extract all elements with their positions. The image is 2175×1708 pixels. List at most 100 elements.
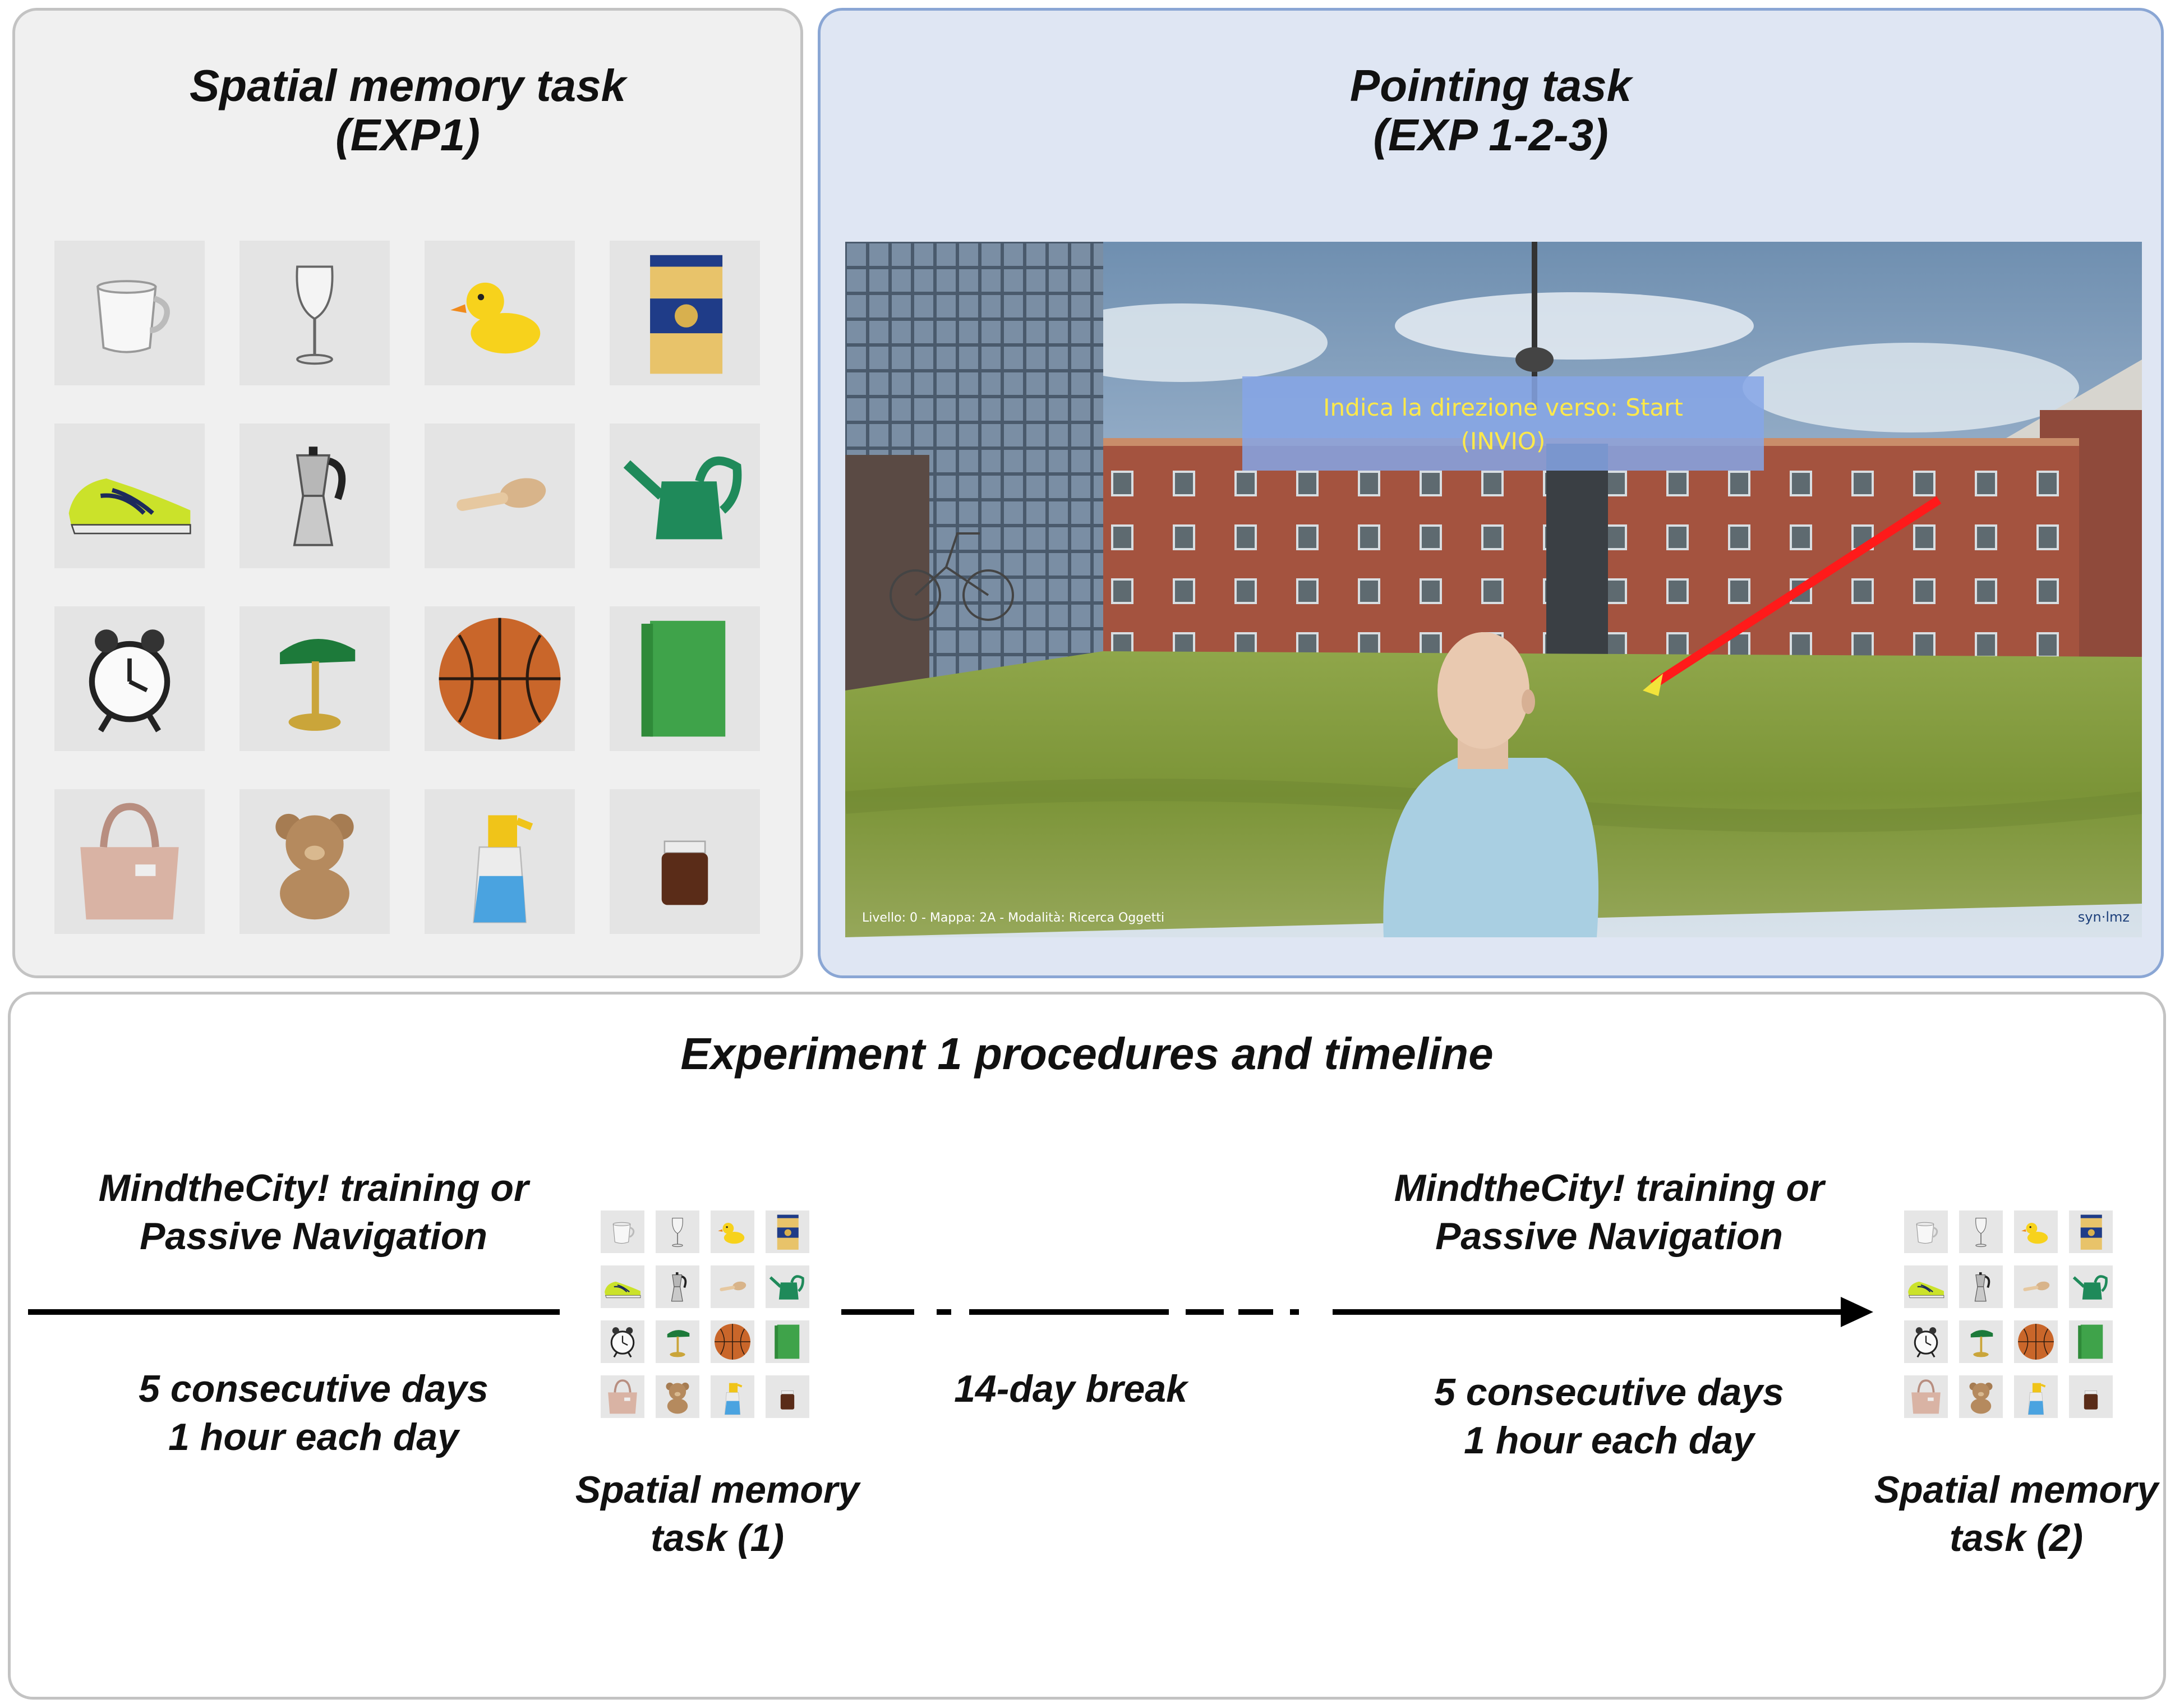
desk-lamp-icon (656, 1320, 699, 1363)
pasta-box-icon (610, 241, 760, 385)
test2-object-grid (1904, 1210, 2113, 1418)
test2-line2: task (2) (1949, 1517, 2084, 1559)
spray-bottle-icon (425, 789, 575, 934)
pointing-task-panel: Pointing task (EXP 1-2-3) (818, 8, 2164, 978)
basketball-icon (425, 606, 575, 751)
phase2-line1: MindtheCity! training or (1394, 1167, 1824, 1209)
spray-bottle-icon (711, 1375, 754, 1418)
sneaker-icon (601, 1265, 644, 1308)
alarm-clock-icon (54, 606, 205, 751)
jar-icon (610, 789, 760, 934)
wine-glass-icon (1959, 1210, 2003, 1253)
basketball-icon (2014, 1320, 2058, 1363)
spatial-task-title: Spatial memory task (EXP1) (15, 61, 800, 160)
break-label: 14-day break (954, 1368, 1187, 1410)
timeline-panel: Experiment 1 procedures and timeline Min… (8, 992, 2166, 1700)
moka-pot-icon (656, 1265, 699, 1308)
handbag-icon (601, 1375, 644, 1418)
watering-can-icon (610, 423, 760, 568)
teddy-bear-icon (656, 1375, 699, 1418)
test1-line1: Spatial memory (575, 1468, 860, 1511)
timeline-dash (1186, 1309, 1224, 1315)
object-grid (54, 241, 760, 934)
bicycle (890, 532, 1014, 621)
phase1-label: MindtheCity! training or Passive Navigat… (22, 1164, 605, 1260)
test1-line2: task (1) (650, 1517, 785, 1559)
desk-lamp-icon (239, 606, 390, 751)
jar-icon (2069, 1375, 2113, 1418)
pasta-box-icon (766, 1210, 809, 1253)
wine-glass-icon (656, 1210, 699, 1253)
phase1-line2: Passive Navigation (140, 1215, 487, 1258)
sneaker-icon (54, 423, 205, 568)
desk-lamp-icon (1959, 1320, 2003, 1363)
test2-label: Spatial memory task (2) (1814, 1466, 2175, 1562)
rubber-duck-icon (2014, 1210, 2058, 1253)
timeline-dash (841, 1309, 914, 1315)
timeline-dash (969, 1309, 1169, 1315)
timeline-dash (937, 1309, 951, 1315)
basketball-icon (711, 1320, 754, 1363)
handbag-icon (1904, 1375, 1948, 1418)
test2-line1: Spatial memory (1874, 1468, 2159, 1511)
rubber-duck-icon (711, 1210, 754, 1253)
spatial-task-title-line1: Spatial memory task (189, 61, 626, 111)
phase2-label: MindtheCity! training or Passive Navigat… (1317, 1164, 1901, 1260)
hair-brush-icon (2014, 1265, 2058, 1308)
pointer-arrow (1650, 496, 1942, 689)
teddy-bear-icon (1959, 1375, 2003, 1418)
timeline-dash (1238, 1309, 1273, 1315)
tv-tower (1532, 242, 1537, 410)
alarm-clock-icon (1904, 1320, 1948, 1363)
timeline-arrowhead (1841, 1297, 1873, 1327)
moka-pot-icon (1959, 1265, 2003, 1308)
mug-icon (54, 241, 205, 385)
phase1-duration: 5 consecutive days 1 hour each day (22, 1365, 605, 1461)
pointer-arrow-head (1643, 674, 1663, 696)
spray-bottle-icon (2014, 1375, 2058, 1418)
phase1-days: 5 consecutive days (139, 1368, 489, 1410)
wine-glass-icon (239, 241, 390, 385)
green-book-icon (2069, 1320, 2113, 1363)
phase1-line1: MindtheCity! training or (98, 1167, 529, 1209)
hair-brush-icon (425, 423, 575, 568)
moka-pot-icon (239, 423, 390, 568)
instruction-line1: Indica la direzione verso: Start (1323, 394, 1683, 421)
instruction-banner (1242, 376, 1764, 471)
phase2-days: 5 consecutive days (1434, 1371, 1784, 1414)
test1-label: Spatial memory task (1) (515, 1466, 919, 1562)
green-book-icon (766, 1320, 809, 1363)
watering-can-icon (766, 1265, 809, 1308)
sneaker-icon (1904, 1265, 1948, 1308)
teddy-bear-icon (239, 789, 390, 934)
rubber-duck-icon (425, 241, 575, 385)
test1-object-grid (601, 1210, 809, 1418)
watering-can-icon (2069, 1265, 2113, 1308)
mug-icon (601, 1210, 644, 1253)
alarm-clock-icon (601, 1320, 644, 1363)
spatial-memory-panel: Spatial memory task (EXP1) (12, 8, 803, 978)
hair-brush-icon (711, 1265, 754, 1308)
handbag-icon (54, 789, 205, 934)
timeline-dash (1290, 1309, 1299, 1315)
phase1-hours: 1 hour each day (168, 1416, 459, 1458)
timeline-title: Experiment 1 procedures and timeline (680, 1029, 1494, 1079)
phase2-hours: 1 hour each day (1464, 1419, 1754, 1462)
virtual-city-screenshot: Indica la direzione verso: Start (INVIO)… (845, 242, 2142, 937)
pasta-box-icon (2069, 1210, 2113, 1253)
pointing-task-title-line1: Pointing task (1349, 61, 1632, 111)
pointing-task-title: Pointing task (EXP 1-2-3) (821, 61, 2161, 160)
mug-icon (1904, 1210, 1948, 1253)
phase2-duration: 5 consecutive days 1 hour each day (1317, 1368, 1901, 1465)
pointing-task-title-line2: (EXP 1-2-3) (1373, 110, 1609, 160)
green-book-icon (610, 606, 760, 751)
status-bar: Livello: 0 - Mappa: 2A - Modalità: Ricer… (862, 911, 1164, 925)
timeline-line-phase2 (1333, 1309, 1843, 1315)
avatar (1383, 632, 1599, 937)
jar-icon (766, 1375, 809, 1418)
spatial-task-title-line2: (EXP1) (335, 110, 480, 160)
phase2-line2: Passive Navigation (1435, 1215, 1783, 1258)
software-logo: syn·lmz (2078, 909, 2130, 925)
instruction-line2: (INVIO) (1461, 427, 1546, 455)
timeline-line-phase1 (28, 1309, 560, 1315)
